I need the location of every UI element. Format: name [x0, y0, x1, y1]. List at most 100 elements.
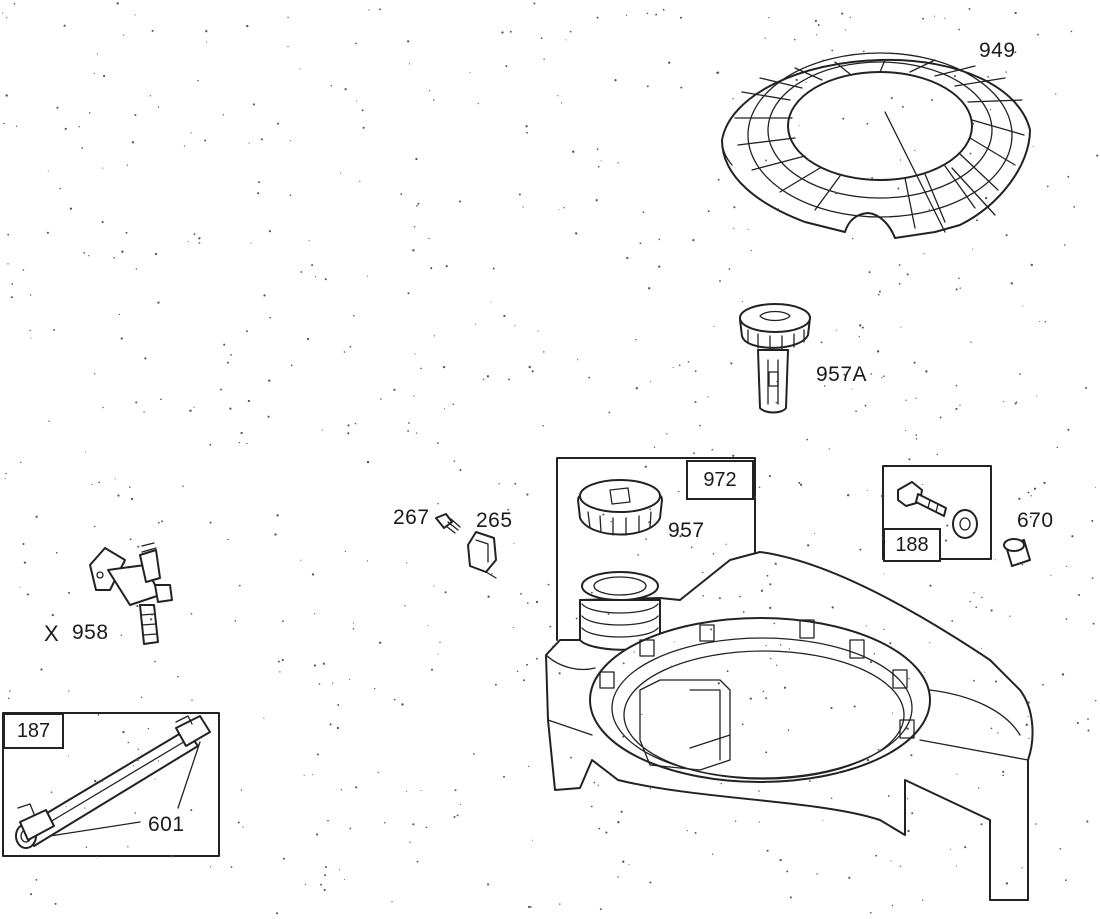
speckle — [535, 600, 539, 604]
speckle — [95, 856, 98, 858]
speckle — [191, 699, 193, 701]
speckle — [513, 542, 515, 545]
speckle — [522, 679, 525, 682]
speckle — [694, 831, 697, 834]
speckle — [658, 238, 661, 241]
speckle — [1087, 718, 1089, 720]
speckle — [997, 732, 999, 734]
speckle — [1059, 847, 1062, 850]
speckle — [764, 37, 766, 39]
speckle — [469, 72, 471, 74]
speckle — [268, 230, 272, 233]
speckle — [250, 242, 252, 244]
label-972: 972 — [686, 460, 754, 500]
speckle — [1091, 577, 1094, 580]
speckle — [953, 74, 956, 78]
speckle — [620, 810, 623, 813]
speckle — [662, 8, 665, 11]
speckle — [646, 12, 649, 15]
speckle — [343, 351, 346, 353]
speckle — [22, 542, 25, 546]
speckle — [127, 846, 129, 848]
speckle — [955, 865, 957, 867]
speckle — [349, 679, 351, 681]
speckle — [407, 430, 409, 432]
speckle — [766, 849, 769, 852]
speckle — [905, 429, 907, 432]
speckle — [487, 595, 490, 598]
speckle — [349, 346, 352, 348]
speckle — [120, 337, 123, 340]
speckle — [526, 493, 529, 496]
speckle — [2, 12, 4, 14]
speckle — [540, 37, 543, 40]
speckle — [774, 562, 777, 565]
speckle — [607, 613, 610, 615]
speckle — [143, 411, 145, 413]
speckle — [182, 485, 184, 488]
speckle — [190, 612, 193, 615]
speckle — [558, 672, 561, 675]
speckle — [1032, 145, 1034, 147]
speckle — [29, 294, 32, 296]
speckle — [304, 883, 307, 886]
speckle — [614, 79, 617, 82]
speckle — [151, 614, 153, 616]
speckle — [512, 626, 514, 629]
speckle — [866, 122, 869, 125]
speckle — [798, 125, 800, 127]
speckle — [85, 846, 88, 848]
speckle — [807, 158, 810, 161]
speckle — [899, 159, 902, 161]
speckle — [563, 207, 565, 209]
speckle — [393, 388, 396, 391]
speckle — [765, 644, 767, 647]
speckle — [776, 664, 778, 666]
speckle — [55, 551, 58, 554]
speckle — [816, 34, 818, 36]
speckle — [1067, 175, 1070, 178]
speckle — [508, 378, 510, 381]
speckle — [1036, 395, 1038, 397]
speckle — [959, 404, 961, 406]
speckle — [81, 147, 84, 149]
speckle — [597, 784, 599, 786]
speckle — [316, 833, 319, 836]
speckle — [503, 314, 506, 318]
speckle — [157, 106, 160, 108]
speckle — [864, 404, 867, 407]
speckle — [1021, 867, 1023, 869]
speckle — [855, 410, 857, 413]
speckle — [490, 301, 492, 303]
speckle — [1035, 823, 1037, 825]
speckle — [686, 829, 688, 832]
speckle — [637, 554, 639, 556]
speckle — [1010, 282, 1013, 285]
speckle — [127, 741, 130, 744]
speckle — [7, 263, 9, 265]
hose-clamps — [17, 715, 211, 841]
speckle — [101, 780, 103, 782]
speckle — [355, 786, 358, 789]
speckle — [608, 411, 611, 414]
speckle — [362, 126, 365, 129]
speckle — [950, 848, 952, 850]
speckle — [617, 876, 619, 878]
speckle — [610, 520, 612, 523]
speckle — [299, 68, 301, 70]
speckle — [922, 17, 924, 20]
speckle — [289, 194, 292, 196]
clip — [467, 531, 497, 579]
speckle — [412, 823, 415, 826]
speckle — [557, 95, 559, 97]
speckle — [1027, 715, 1029, 717]
speckle — [50, 791, 53, 793]
speckle — [354, 422, 357, 425]
speckle — [245, 330, 248, 333]
speckle — [543, 58, 545, 61]
speckle — [340, 789, 343, 791]
speckle — [923, 253, 925, 255]
speckle — [642, 211, 645, 214]
speckle — [635, 387, 638, 390]
speckle — [907, 829, 910, 833]
